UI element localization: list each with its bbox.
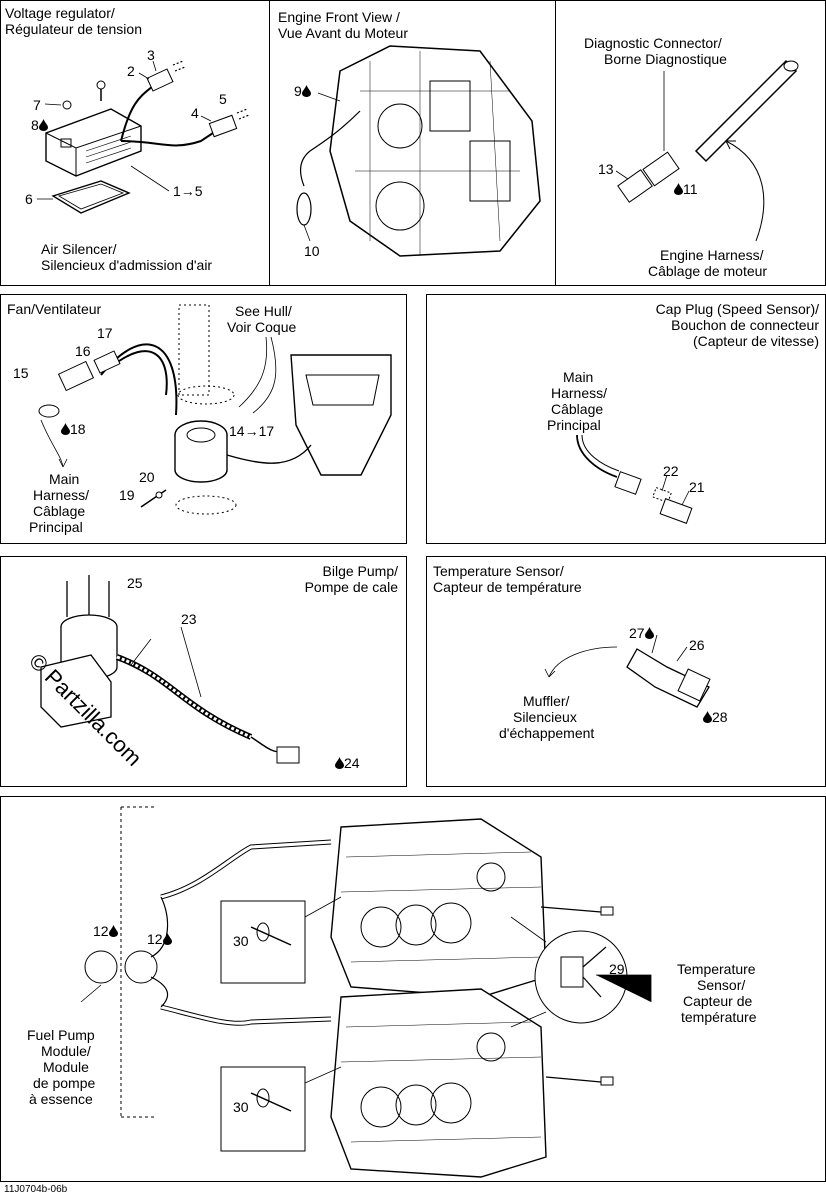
caption-line-2: Silencieux d'admission d'air <box>41 257 213 273</box>
panel-diagnostic-connector: Diagnostic Connector/ Borne Diagnostique… <box>555 0 826 286</box>
temp-caption-line-3: Capteur de <box>683 993 753 1009</box>
callout-29: 29 <box>609 961 625 977</box>
pump-caption-line-3: Module <box>43 1059 89 1075</box>
caption-line-4: Principal <box>29 519 83 535</box>
callout-2: 2 <box>127 63 135 79</box>
title-line-2: Régulateur de tension <box>5 21 142 37</box>
voltage-regulator-drawing <box>37 60 250 214</box>
callout-22: 22 <box>663 463 679 479</box>
pump-caption-line-4: de pompe <box>33 1075 96 1091</box>
caption-line-1: Muffler/ <box>523 693 570 709</box>
drop-icon <box>703 711 712 723</box>
temp-caption-line-2: Sensor/ <box>697 977 746 993</box>
callout-30-top: 30 <box>233 933 249 949</box>
drop-icon <box>108 925 118 937</box>
callout-25: 25 <box>127 575 143 591</box>
title-line-2: Vue Avant du Moteur <box>278 25 408 41</box>
callout-6: 6 <box>25 191 33 207</box>
drawing-code: 11J0704b-06b <box>4 1184 68 1195</box>
see-hull-line-2: Voir Coque <box>227 319 297 335</box>
panel-temperature-sensor: Temperature Sensor/ Capteur de températu… <box>426 556 826 787</box>
title-line-1: Cap Plug (Speed Sensor)/ <box>655 301 819 317</box>
panel-bilge-pump: Bilge Pump/ Pompe de cale 25 23 24 © Par… <box>0 556 407 787</box>
panel-voltage-regulator: Voltage regulator/ Régulateur de tension… <box>0 0 270 286</box>
cap-plug-drawing <box>576 434 693 524</box>
drop-icon <box>674 183 683 195</box>
callout-4: 4 <box>191 105 199 121</box>
drop-icon <box>162 933 172 945</box>
diagnostic-connector-drawing <box>615 59 799 242</box>
drop-icon <box>61 423 70 435</box>
callout-19: 19 <box>119 487 135 503</box>
title-line-2: Borne Diagnostique <box>604 51 727 67</box>
bilge-pump-drawing <box>40 575 300 764</box>
callout-26: 26 <box>689 637 705 653</box>
title-line-1: Engine Front View / <box>278 9 400 25</box>
title-line-1: Temperature Sensor/ <box>433 563 564 579</box>
callout-7: 7 <box>33 97 41 113</box>
drop-icon <box>301 85 311 97</box>
panel-fan: Fan/Ventilateur See Hull/ Voir Coque 17 … <box>0 294 407 544</box>
title-line-2: Bouchon de connecteur <box>671 317 819 333</box>
drop-icon <box>38 119 48 131</box>
temperature-sensor-drawing <box>544 634 711 708</box>
callout-11: 11 <box>674 181 698 197</box>
caption-line-1: Engine Harness/ <box>660 247 764 263</box>
caption-line-3: Câblage <box>33 503 86 519</box>
callout-16: 16 <box>75 343 91 359</box>
callout-14-17: 14→17 <box>229 423 275 439</box>
caption-line-2: Harness/ <box>551 385 608 401</box>
caption-line-2: Câblage de moteur <box>648 263 768 279</box>
caption-line-1: Air Silencer/ <box>41 241 117 257</box>
panel-engine-front: Engine Front View / Vue Avant du Moteur … <box>269 0 556 286</box>
callout-8: 8 <box>31 117 48 133</box>
caption-line-2: Harness/ <box>33 487 90 503</box>
caption-line-1: Main <box>563 369 594 385</box>
pump-caption-line-5: à essence <box>29 1091 93 1107</box>
title-line-1: Bilge Pump/ <box>322 563 398 579</box>
drop-icon <box>335 757 344 769</box>
engine-front-drawing <box>296 45 541 257</box>
title-line-1: Voltage regulator/ <box>5 5 115 21</box>
callout-27: 27 <box>629 625 654 641</box>
callout-24: 24 <box>335 755 360 771</box>
caption-line-3: d'échappement <box>499 725 595 741</box>
see-hull-line-1: See Hull/ <box>235 303 292 319</box>
callout-15: 15 <box>13 365 29 381</box>
callout-18: 18 <box>61 421 86 437</box>
title-line-1: Diagnostic Connector/ <box>584 35 722 51</box>
callout-12-left: 12 <box>93 923 118 939</box>
callout-17: 17 <box>97 325 113 341</box>
title-line-2: Capteur de température <box>433 579 582 595</box>
caption-line-3: Câblage <box>551 401 604 417</box>
callout-28: 28 <box>703 709 728 725</box>
panel-engine-assembly: 12 12 30 29 30 Temperature Sensor/ Capte… <box>0 796 826 1182</box>
temp-caption-line-1: Temperature <box>677 961 756 977</box>
callout-1-5: 1→5 <box>173 183 203 199</box>
callout-12-right: 12 <box>147 931 172 947</box>
title-line-3: (Capteur de vitesse) <box>692 333 819 349</box>
temp-caption-line-4: température <box>681 1009 757 1025</box>
pump-caption-line-2: Module/ <box>41 1043 91 1059</box>
caption-line-1: Main <box>49 471 80 487</box>
callout-13: 13 <box>598 161 614 177</box>
callout-3: 3 <box>147 47 155 63</box>
callout-30-bottom: 30 <box>233 1099 249 1115</box>
drop-icon <box>644 627 654 639</box>
callout-20: 20 <box>139 469 155 485</box>
callout-10: 10 <box>304 243 320 259</box>
pump-caption-line-1: Fuel Pump <box>27 1027 95 1043</box>
panel-cap-plug: Cap Plug (Speed Sensor)/ Bouchon de conn… <box>426 294 826 544</box>
fan-drawing <box>38 304 392 515</box>
callout-9: 9 <box>294 83 311 99</box>
fan-title: Fan/Ventilateur <box>7 301 102 317</box>
callout-5: 5 <box>219 91 227 107</box>
engine-assembly-drawing <box>80 806 652 1178</box>
title-line-2: Pompe de cale <box>304 579 398 595</box>
caption-line-2: Silencieux <box>513 709 577 725</box>
caption-line-4: Principal <box>547 417 601 433</box>
callout-21: 21 <box>689 479 705 495</box>
callout-23: 23 <box>181 611 197 627</box>
